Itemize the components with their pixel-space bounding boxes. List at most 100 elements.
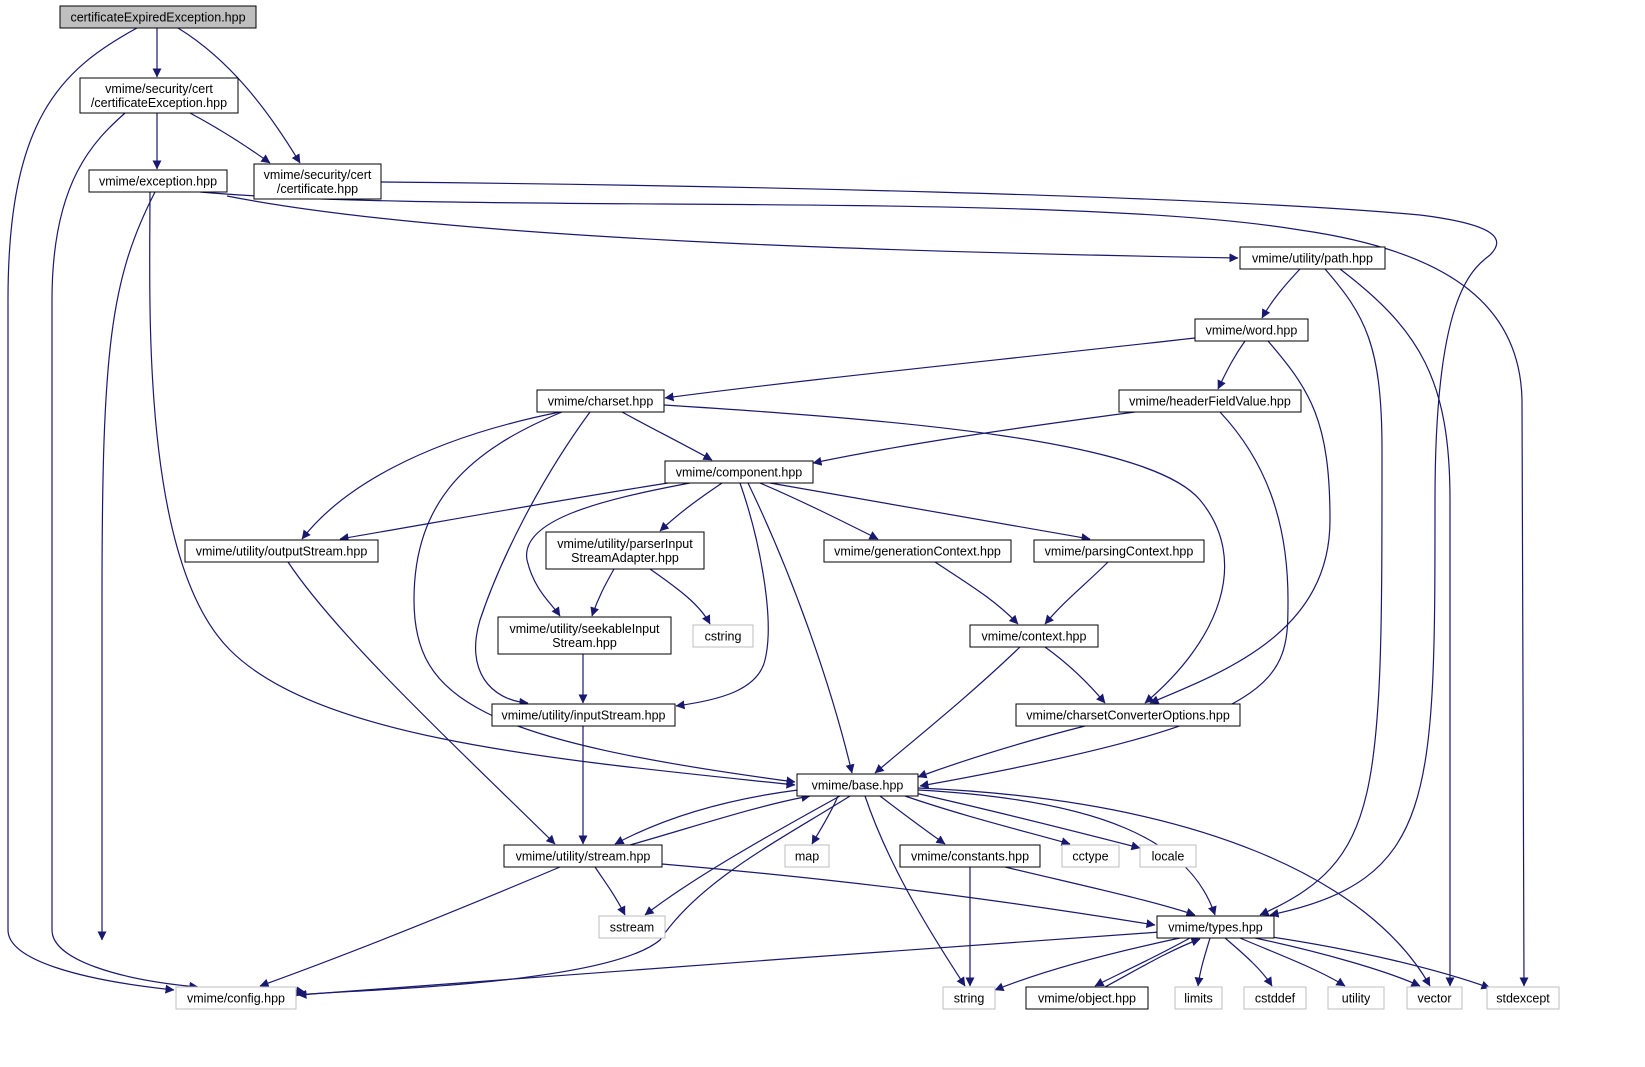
node-sstream: sstream: [598, 915, 666, 939]
edge-base-to-types: [917, 789, 1217, 916]
node-map: map: [784, 844, 830, 868]
edge-component-to-pisa: [659, 482, 723, 532]
node-base[interactable]: vmime/base.hpp: [796, 773, 919, 797]
node-utility: utility: [1327, 986, 1385, 1010]
node-hfv[interactable]: vmime/headerFieldValue.hpp: [1118, 389, 1302, 413]
node-label-hfv-line-0: vmime/headerFieldValue.hpp: [1129, 395, 1291, 409]
edge-charset-to-component: [621, 411, 713, 461]
node-box-constants: [899, 844, 1041, 868]
node-box-instream: [491, 703, 676, 727]
node-word[interactable]: vmime/word.hpp: [1194, 318, 1309, 342]
edge-cco-to-base: [917, 725, 1086, 779]
node-label-map-line-0: map: [795, 850, 819, 864]
edge-hfv-to-base: [919, 411, 1289, 789]
node-box-charset: [536, 389, 665, 413]
nodes-layer: certificateExpiredException.hpp vmime/sec…: [59, 5, 1560, 1010]
edge-base-to-locale: [914, 792, 1141, 851]
node-stdexcept: stdexcept: [1486, 986, 1560, 1010]
node-locale: locale: [1139, 844, 1197, 868]
node-box-types: [1156, 915, 1275, 939]
node-box-exception: [88, 169, 228, 193]
node-constants[interactable]: vmime/constants.hpp: [899, 844, 1041, 868]
node-box-vector: [1406, 986, 1463, 1010]
node-stream[interactable]: vmime/utility/stream.hpp: [503, 844, 663, 868]
node-label-config-line-0: vmime/config.hpp: [187, 992, 285, 1006]
node-label-constants-line-0: vmime/constants.hpp: [911, 850, 1029, 864]
edge-certex-to-config: [51, 112, 199, 991]
edge-genctx-to-context: [934, 561, 1019, 625]
node-label-pisa-line-1: StreamAdapter.hpp: [571, 551, 679, 565]
node-box-word: [1194, 318, 1309, 342]
node-label-cert-line-0: vmime/security/cert: [264, 168, 372, 182]
node-cco[interactable]: vmime/charsetConverterOptions.hpp: [1015, 703, 1241, 727]
node-label-stdexcept-line-0: stdexcept: [1496, 992, 1550, 1006]
node-object[interactable]: vmime/object.hpp: [1025, 986, 1149, 1010]
edge-types-to-limits: [1194, 937, 1211, 987]
node-label-certex-line-0: vmime/security/cert: [105, 82, 213, 96]
edge-types-to-vector: [1254, 937, 1421, 987]
edge-constants-to-types: [1004, 866, 1196, 917]
edge-charset-to-outstream: [301, 411, 561, 540]
node-charset[interactable]: vmime/charset.hpp: [536, 389, 665, 413]
node-parsectx[interactable]: vmime/parsingContext.hpp: [1033, 539, 1205, 563]
node-box-parsectx: [1033, 539, 1205, 563]
node-label-cstddef-line-0: cstddef: [1255, 992, 1296, 1006]
node-label-locale-line-0: locale: [1152, 850, 1185, 864]
node-string: string: [942, 986, 996, 1010]
node-label-certex-line-1: /certificateException.hpp: [91, 96, 227, 110]
edge-certex-to-cert: [189, 112, 271, 164]
edge-types-to-string: [994, 937, 1181, 992]
node-box-stream: [503, 844, 663, 868]
node-label-path-line-0: vmime/utility/path.hpp: [1252, 252, 1373, 266]
node-label-vector-line-0: vector: [1417, 992, 1451, 1006]
edge-base-to-cctype: [904, 795, 1071, 847]
node-box-genctx: [823, 539, 1012, 563]
node-context[interactable]: vmime/context.hpp: [969, 624, 1099, 648]
edges-layer: [7, 27, 1529, 999]
edge-path-to-vector: [1339, 268, 1455, 987]
node-root[interactable]: certificateExpiredException.hpp: [59, 5, 257, 29]
node-pisa[interactable]: vmime/utility/parserInputStreamAdapter.h…: [545, 531, 705, 570]
node-genctx[interactable]: vmime/generationContext.hpp: [823, 539, 1012, 563]
edge-cert-to-types: [380, 181, 1498, 918]
node-box-component: [664, 460, 814, 484]
edge-types-to-object: [1094, 937, 1191, 987]
node-label-limits-line-0: limits: [1184, 992, 1212, 1006]
node-box-root: [59, 5, 257, 29]
node-label-instream-line-0: vmime/utility/inputStream.hpp: [502, 709, 666, 723]
node-box-stdexcept: [1486, 986, 1560, 1010]
node-label-pisa-line-0: vmime/utility/parserInput: [557, 537, 693, 551]
node-label-object-line-0: vmime/object.hpp: [1038, 992, 1136, 1006]
node-label-string-line-0: string: [954, 992, 985, 1006]
node-box-limits: [1174, 986, 1223, 1010]
edge-path-to-word: [1261, 268, 1301, 319]
node-certex[interactable]: vmime/security/cert/certificateException…: [79, 77, 239, 114]
edge-pisa-to-cstring: [649, 568, 711, 625]
node-label-utility-line-0: utility: [1342, 992, 1371, 1006]
edge-charset-to-cco: [663, 404, 1226, 704]
edge-exception-to-base: [149, 191, 796, 789]
node-component[interactable]: vmime/component.hpp: [664, 460, 814, 484]
node-label-component-line-0: vmime/component.hpp: [676, 466, 803, 480]
node-label-cctype-line-0: cctype: [1072, 850, 1108, 864]
node-box-config: [175, 986, 297, 1010]
edge-base-to-map: [811, 795, 839, 845]
edge-stream-to-config: [259, 866, 561, 988]
node-cert[interactable]: vmime/security/cert/certificate.hpp: [253, 163, 382, 200]
node-instream[interactable]: vmime/utility/inputStream.hpp: [491, 703, 676, 727]
node-label-cco-line-0: vmime/charsetConverterOptions.hpp: [1026, 709, 1230, 723]
edge-base-to-sstream: [644, 795, 841, 916]
node-exception[interactable]: vmime/exception.hpp: [88, 169, 228, 193]
edge-component-to-instream: [675, 482, 769, 710]
edge-base-to-config: [295, 795, 851, 997]
node-box-pisa: [545, 531, 705, 570]
node-path[interactable]: vmime/utility/path.hpp: [1239, 246, 1386, 270]
node-label-parsectx-line-0: vmime/parsingContext.hpp: [1045, 545, 1194, 559]
node-types[interactable]: vmime/types.hpp: [1156, 915, 1275, 939]
node-label-genctx-line-0: vmime/generationContext.hpp: [834, 545, 1001, 559]
node-label-seekable-line-0: vmime/utility/seekableInput: [509, 622, 660, 636]
edge-path-to-types: [1259, 268, 1383, 916]
node-outstream[interactable]: vmime/utility/outputStream.hpp: [184, 539, 379, 563]
node-box-cco: [1015, 703, 1241, 727]
